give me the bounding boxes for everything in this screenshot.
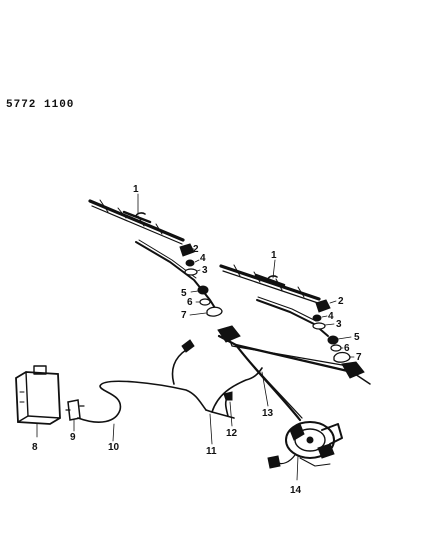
leader-nozzle: [229, 401, 233, 427]
left-washer-6: [199, 298, 211, 306]
callout-left-6: 6: [187, 297, 193, 308]
callout-motor: 14: [290, 485, 302, 496]
right-cap-2: [315, 299, 331, 313]
callout-linkage: 13: [262, 408, 274, 419]
leader-linkage: [261, 371, 269, 407]
leader-right-blade: [272, 259, 276, 279]
callout-left-3: 3: [202, 265, 208, 276]
callout-right-2: 2: [338, 296, 344, 307]
callout-hose: 10: [108, 442, 120, 453]
left-pivot-cap-7: [206, 306, 223, 317]
right-nut-4: [312, 314, 322, 322]
leader-motor: [296, 455, 299, 481]
washer-hose: [77, 339, 263, 423]
callout-right-6: 6: [344, 343, 350, 354]
callout-right-3: 3: [336, 319, 342, 330]
callout-left-blade: 1: [133, 184, 139, 195]
right-wiper-arm: [256, 296, 329, 337]
callout-left-7: 7: [181, 310, 187, 321]
callout-right-7: 7: [356, 352, 362, 363]
callout-nozzle: 12: [226, 428, 238, 439]
left-bushing-5: [197, 285, 209, 295]
diagram-code: 5772 1100: [6, 99, 74, 111]
callout-left-2: 2: [193, 244, 199, 255]
callout-left-4: 4: [200, 253, 206, 264]
callout-pump: 9: [70, 432, 76, 443]
leader-hose-joint: [209, 413, 213, 445]
callout-right-4: 4: [328, 311, 334, 322]
washer-reservoir: [15, 365, 61, 425]
left-cap-2: [179, 243, 195, 257]
callout-right-5: 5: [354, 332, 360, 343]
callout-left-5: 5: [181, 288, 187, 299]
callout-reservoir: 8: [32, 442, 38, 453]
callout-hose-joint: 11: [206, 446, 217, 457]
washer-pump: [65, 399, 85, 421]
right-wiper-blade: [219, 264, 321, 304]
right-washer-6: [330, 344, 342, 352]
right-bushing-5: [327, 335, 339, 345]
right-washer-3: [312, 322, 326, 330]
right-pivot-cap-7: [333, 351, 351, 363]
leader-hose: [112, 423, 115, 442]
callout-right-blade: 1: [271, 250, 277, 261]
wiper-linkage: [217, 325, 371, 422]
left-washer-3: [184, 268, 198, 276]
left-wiper-blade: [88, 199, 185, 245]
left-nut-4: [185, 259, 195, 267]
wiper-motor: [267, 421, 343, 469]
